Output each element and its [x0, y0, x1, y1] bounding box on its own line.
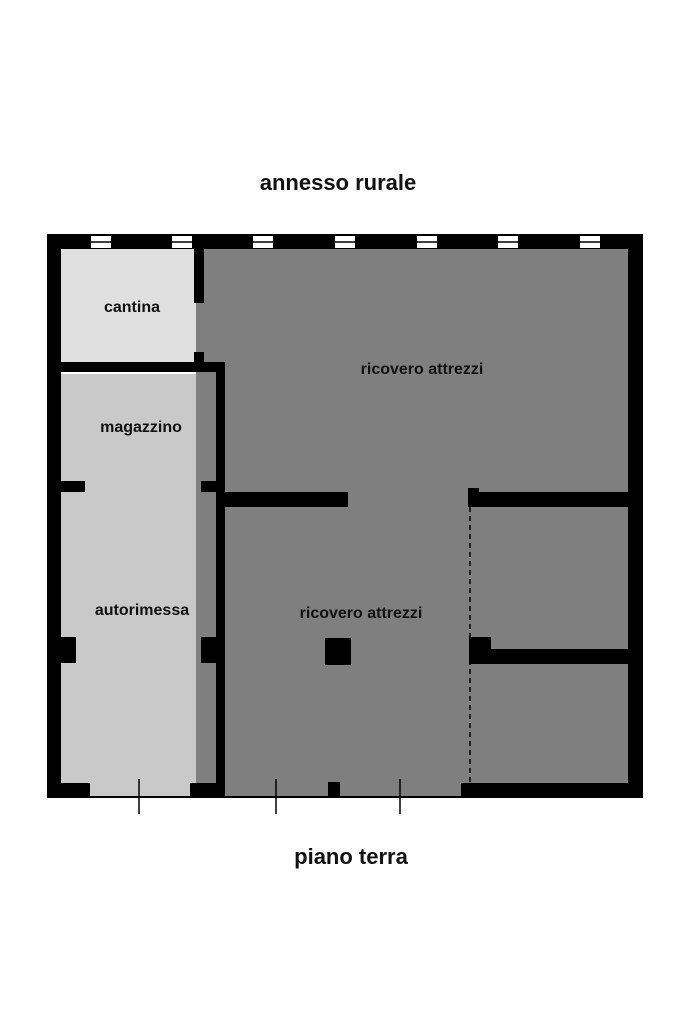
pilaster-east — [201, 637, 225, 663]
cantina-area — [61, 249, 196, 362]
right-storage-north-wall — [469, 492, 628, 507]
pilaster-west — [47, 637, 76, 663]
room-label-cantina: cantina — [104, 299, 160, 316]
magazzino-stub-west — [61, 481, 85, 492]
west-wall — [47, 234, 61, 798]
autorimessa-area — [61, 484, 216, 797]
tick-marks — [138, 779, 401, 814]
interior-walls — [47, 249, 628, 797]
south-stub — [328, 782, 340, 797]
south-thin-line — [47, 796, 643, 798]
cantina-east-wall — [194, 249, 204, 303]
right-storage-stub — [468, 488, 479, 507]
plan-subtitle: piano terra — [294, 844, 408, 869]
room-fills — [61, 249, 628, 797]
magazzino-area — [61, 374, 216, 484]
magazzino-stub-east — [201, 481, 221, 492]
room-label-ricovero-north: ricovero attrezzi — [361, 361, 484, 378]
room-label-magazzino: magazzino — [100, 419, 182, 436]
right-storage-middle-wall — [469, 649, 628, 664]
south-wall-segment-1 — [47, 783, 90, 798]
room-label-ricovero-south: ricovero attrezzi — [300, 605, 423, 622]
cantina-east-wall-stub — [194, 352, 204, 364]
east-wall — [628, 234, 643, 798]
right-storage-middle-pilaster — [469, 637, 491, 664]
south-wall-segment-3 — [461, 783, 643, 798]
ricovero-attrezzi-area — [196, 249, 628, 797]
ricovero-partition — [225, 492, 348, 507]
garage-east-wall — [216, 362, 225, 797]
room-label-autorimessa: autorimessa — [95, 602, 189, 619]
cantina-south-wall — [61, 362, 224, 372]
plan-title: annesso rurale — [260, 170, 417, 195]
central-pillar — [325, 638, 351, 665]
